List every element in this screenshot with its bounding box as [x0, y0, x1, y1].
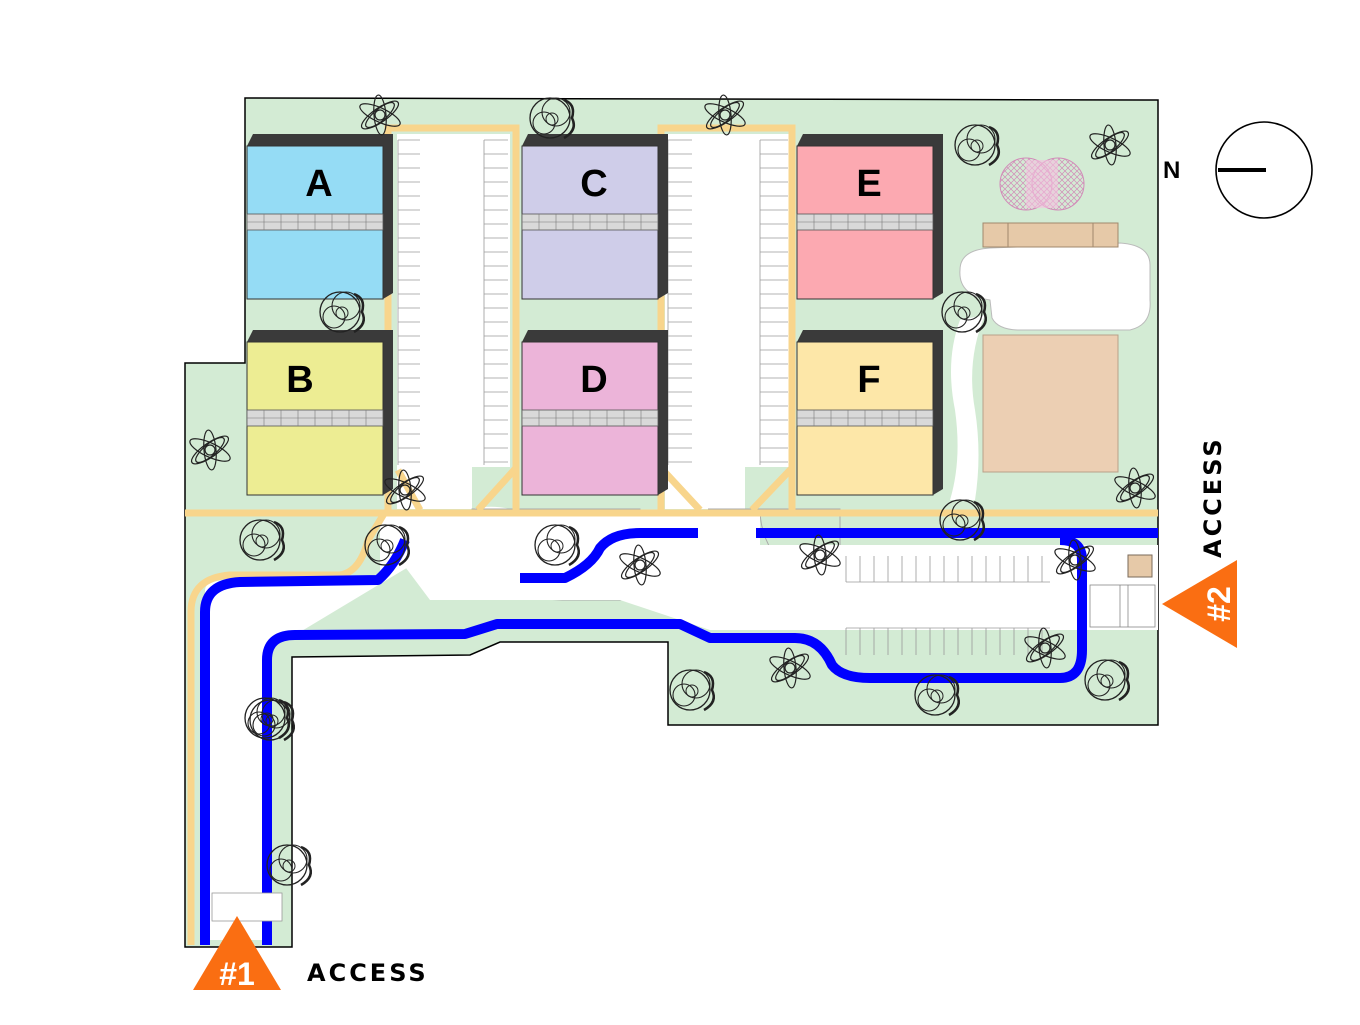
building-a: A	[246, 134, 393, 300]
building-c: C	[521, 134, 668, 300]
entry-structures	[211, 554, 1156, 922]
parking-stalls	[397, 139, 1050, 655]
access-2-triangle	[1162, 560, 1237, 648]
building-b-label: B	[286, 359, 313, 401]
access-1-triangle	[193, 916, 281, 990]
pool-area	[959, 242, 1151, 331]
building-d: D	[521, 330, 668, 496]
flowerbed-icon	[999, 157, 1085, 211]
building-e-label: E	[856, 163, 881, 205]
compass-icon: N	[1163, 121, 1313, 219]
access-1-number: #1	[219, 956, 255, 992]
building-d-label: D	[580, 359, 607, 401]
building-a-label: A	[305, 163, 332, 205]
sidewalk-paths	[185, 124, 1158, 945]
accessible-route	[200, 528, 1158, 945]
access-marker-2: #2 ACCESS	[1162, 436, 1237, 648]
access-2-number: #2	[1201, 586, 1237, 622]
access-marker-1: #1 ACCESS	[193, 916, 429, 992]
building-f-label: F	[857, 359, 880, 401]
playground-area	[982, 334, 1119, 473]
bench-icon	[982, 222, 1119, 248]
walkway	[950, 315, 985, 500]
building-c-label: C	[580, 163, 607, 205]
north-label: N	[1163, 157, 1180, 184]
building-e: E	[796, 134, 943, 300]
amenity-area	[950, 157, 1151, 500]
building-f: F	[796, 330, 943, 496]
building-b: B	[246, 330, 393, 496]
access-2-label: ACCESS	[1199, 436, 1227, 558]
access-1-label: ACCESS	[307, 959, 429, 987]
buildings: A B C D E F	[246, 134, 943, 496]
